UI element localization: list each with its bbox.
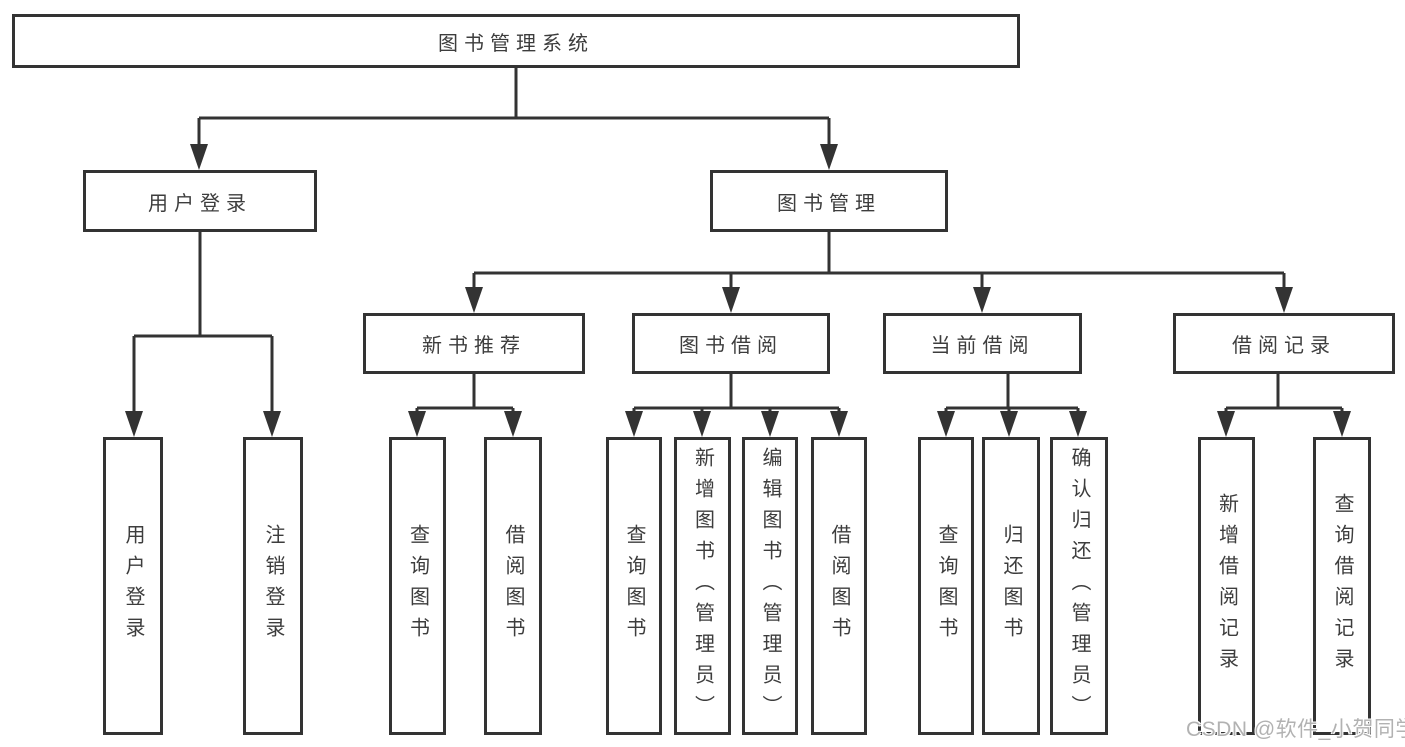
node-root-label: 图书管理系统 <box>438 32 594 55</box>
node-borrow-records-label: 借阅记录 <box>1232 335 1336 357</box>
node-current-borrow-label: 当前借阅 <box>930 335 1035 357</box>
leaf-cb-query-books-label: 查询图书 <box>935 524 957 648</box>
leaf-bb-query-books: 查询图书 <box>606 437 662 735</box>
leaf-rec-query-books-label: 查询图书 <box>406 524 429 648</box>
leaf-br-add-record-label: 新增借阅记录 <box>1215 493 1238 679</box>
leaf-login-label: 用户登录 <box>122 524 144 648</box>
arrowhead-icons <box>125 144 1351 437</box>
leaf-br-add-record: 新增借阅记录 <box>1198 437 1255 735</box>
leaf-rec-borrow-books-label: 借阅图书 <box>502 524 524 648</box>
leaf-br-query-record-label: 查询借阅记录 <box>1331 493 1353 679</box>
node-book-borrow: 图书借阅 <box>632 313 830 374</box>
node-new-book-rec: 新书推荐 <box>363 313 585 374</box>
node-book-borrow-label: 图书借阅 <box>679 335 783 357</box>
node-current-borrow: 当前借阅 <box>883 313 1082 374</box>
leaf-bb-add-books: 新增图书（管理员） <box>674 437 731 735</box>
csdn-watermark: CSDN @软件_小贺同学 <box>1186 718 1405 741</box>
node-new-book-rec-label: 新书推荐 <box>422 335 526 357</box>
leaf-logout: 注销登录 <box>243 437 303 735</box>
node-borrow-records: 借阅记录 <box>1173 313 1395 374</box>
leaf-logout-label: 注销登录 <box>262 524 284 648</box>
leaf-cb-return-books-label: 归还图书 <box>1000 524 1022 648</box>
leaf-bb-edit-books-label: 编辑图书（管理员） <box>759 446 781 726</box>
leaf-cb-return-books: 归还图书 <box>982 437 1040 735</box>
leaf-login: 用户登录 <box>103 437 163 735</box>
node-user-login-label: 用户登录 <box>148 192 252 215</box>
leaf-bb-add-books-label: 新增图书（管理员） <box>691 446 714 726</box>
node-book-mgmt: 图书管理 <box>710 170 948 232</box>
node-root: 图书管理系统 <box>12 14 1020 68</box>
leaf-bb-edit-books: 编辑图书（管理员） <box>742 437 798 735</box>
node-user-login: 用户登录 <box>83 170 317 232</box>
leaf-cb-confirm-return: 确认归还（管理员） <box>1050 437 1108 735</box>
leaf-rec-query-books: 查询图书 <box>389 437 446 735</box>
node-book-mgmt-label: 图书管理 <box>777 192 881 215</box>
leaf-cb-confirm-return-label: 确认归还（管理员） <box>1068 446 1090 726</box>
leaf-br-query-record: 查询借阅记录 <box>1313 437 1371 735</box>
leaf-cb-query-books: 查询图书 <box>918 437 974 735</box>
leaf-rec-borrow-books: 借阅图书 <box>484 437 542 735</box>
leaf-bb-borrow-books-label: 借阅图书 <box>828 524 850 648</box>
leaf-bb-borrow-books: 借阅图书 <box>811 437 867 735</box>
leaf-bb-query-books-label: 查询图书 <box>623 524 645 648</box>
